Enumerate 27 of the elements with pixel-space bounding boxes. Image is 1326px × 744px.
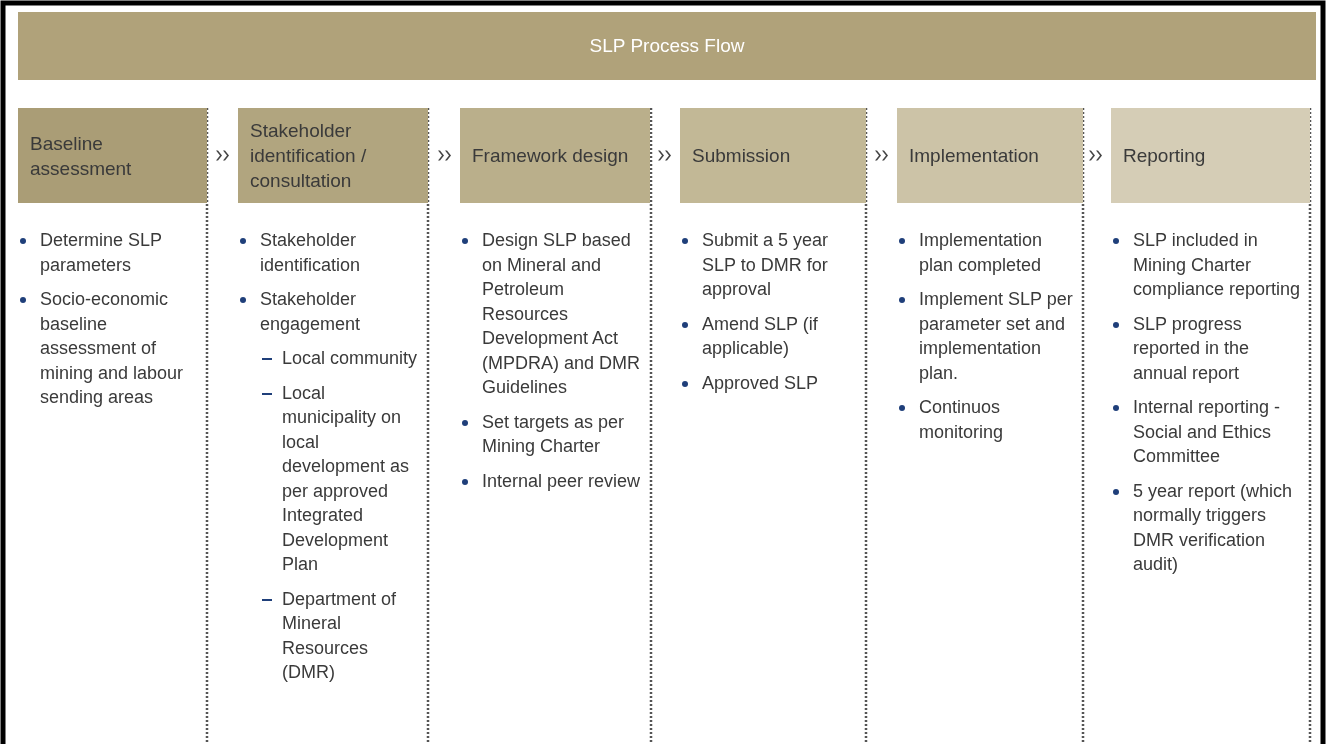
bullet-text: Submit a 5 year SLP to DMR for approval: [702, 230, 829, 299]
bullet-text: Continuos monitoring: [919, 397, 1004, 442]
bullet-text: SLP included in Mining Charter compliance reporting: [1133, 230, 1301, 299]
bullet-text: Department of Mineral Resources (DMR): [282, 588, 397, 682]
bullet-text: Internal peer review: [482, 470, 641, 491]
step-box: Reporting: [1111, 108, 1310, 203]
title-band: SLP Process Flow: [18, 12, 1316, 80]
bullet-text: Local community: [282, 348, 418, 368]
bullet-text: Determine SLP parameters: [40, 230, 162, 275]
bullet-text: Local municipality on local development as per approved Integrated Development Plan: [282, 382, 410, 574]
step-box: Baseline assessment: [18, 108, 207, 203]
bullet-text: Design SLP based on Mineral and Petroleum Resources Development Act (MPDRA) and DMR Guidelines: [482, 230, 641, 397]
step-box: Framework design: [460, 108, 650, 203]
bullet-text: Internal reporting - Social and Ethics Committee: [1133, 397, 1281, 466]
bullet-text: Amend SLP (if applicable): [702, 313, 818, 358]
bullet-text: Set targets as per Mining Charter: [482, 411, 625, 456]
step-box: Stakeholder identification / consultation: [238, 108, 428, 203]
step-box: Submission: [680, 108, 866, 203]
step-box: Implementation: [897, 108, 1083, 203]
bullet-text: Approved SLP: [702, 372, 819, 393]
bullet-text: Implement SLP per parameter set and implementation plan.: [919, 289, 1073, 383]
bullet-text: Stakeholder engagement: [260, 289, 361, 334]
bullet-text: SLP progress reported in the annual report: [1133, 313, 1250, 383]
bullet-text: Socio-economic baseline assessment of mining and labour sending areas: [40, 289, 184, 407]
bullet-text: Implementation plan completed: [919, 230, 1043, 275]
bullet-text: Stakeholder identification: [260, 230, 361, 275]
bullet-text: 5 year report (which normally triggers DMR verification audit): [1133, 480, 1293, 574]
